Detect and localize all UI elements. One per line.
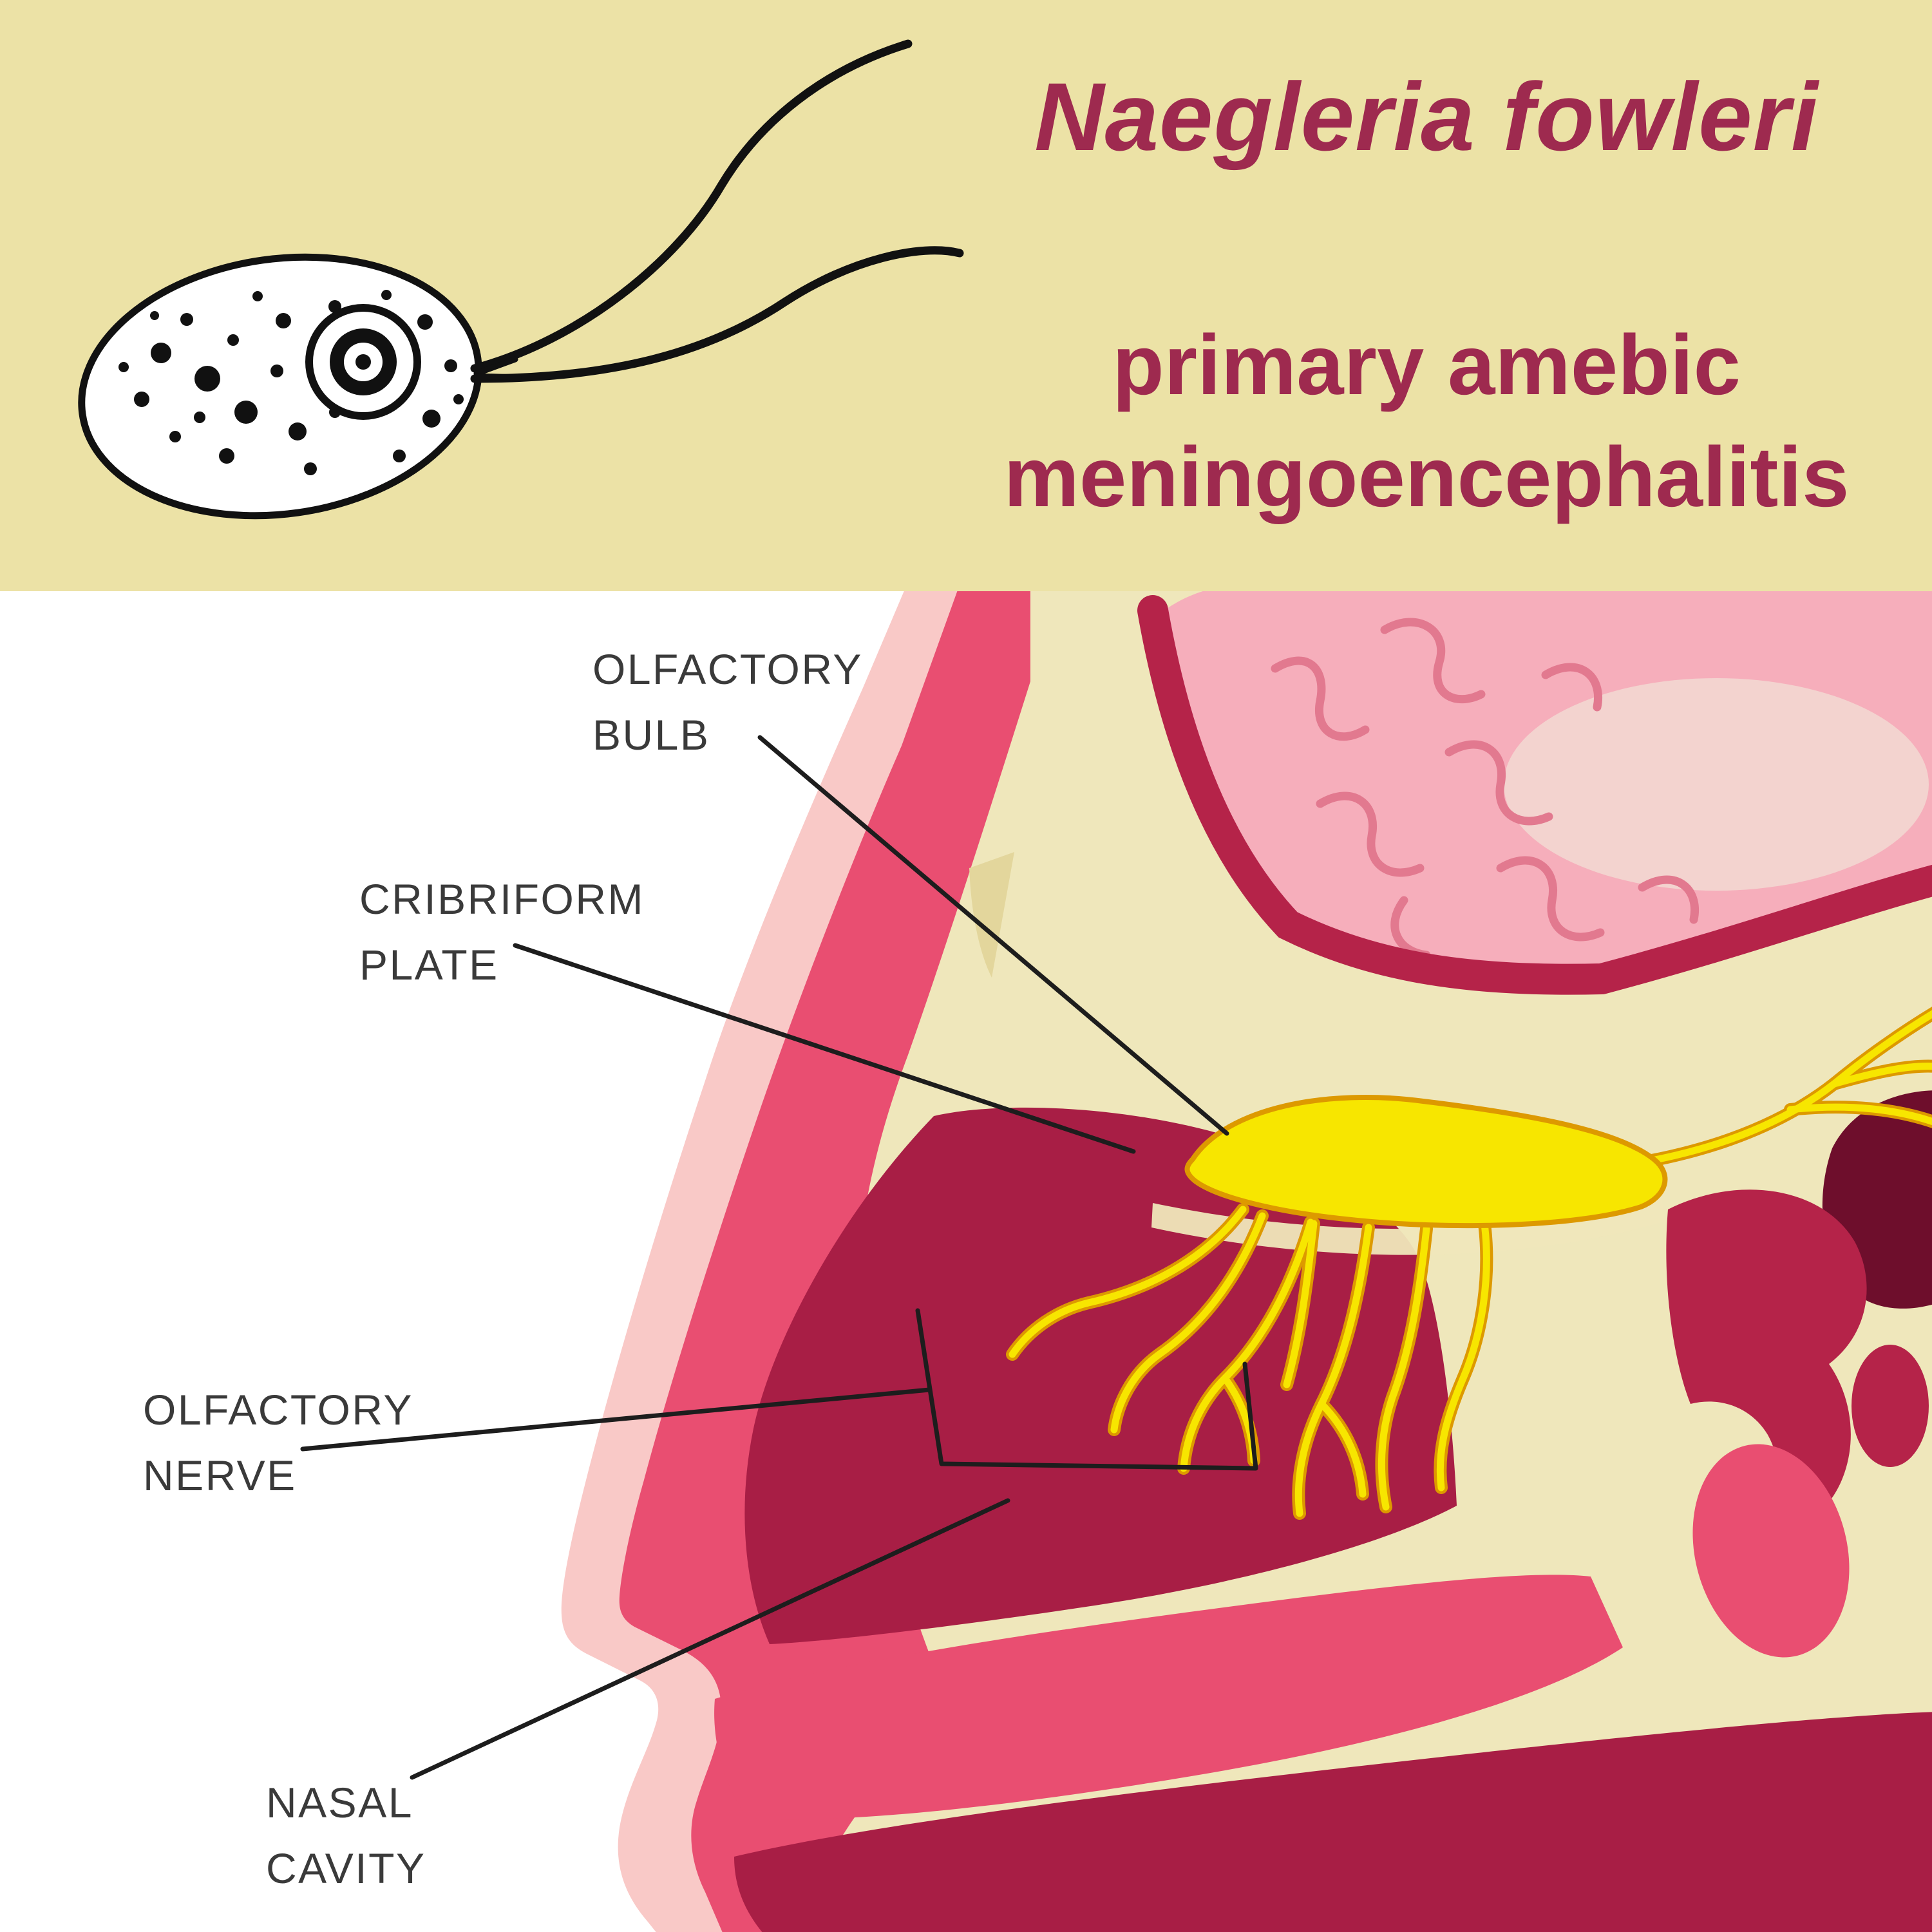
leader-nasal-cavity [410,1498,1010,1780]
brain-inner-region [1504,678,1929,891]
cribriform-plate-strip [1151,1197,1665,1255]
olfactory-nerve-bracket [915,1308,1258,1471]
label-cribriform-plate-line1: CRIBRIFORM [359,875,645,923]
label-cribriform-plate-line2: PLATE [359,941,499,989]
turbinate-band [714,1575,1623,1820]
title-block: Naegleria fowleri primary amebic meningo… [921,0,1932,591]
label-olfactory-nerve-line1: OLFACTORY [143,1386,413,1434]
label-nasal-cavity-line2: CAVITY [266,1844,426,1893]
amoeba-flagella [470,39,964,383]
leader-cribriform-plate [513,943,1136,1154]
nasal-bone-shadow [969,852,1014,978]
brain-gyri [1271,618,1699,960]
leader-olfactory-nerve [300,1387,932,1452]
label-olfactory-nerve-line2: NERVE [143,1452,297,1500]
lower-cavity-region [734,1712,1932,1932]
olfactory-bulb-shape [1184,1095,1668,1229]
title-banner: Naegleria fowleri primary amebic meningo… [0,0,1932,591]
label-olfactory-bulb: OLFACTORY BULB [592,636,863,768]
skull-base-rim [1137,595,1932,995]
page-title: Naegleria fowleri [1034,62,1819,171]
label-nasal-cavity-line1: NASAL [266,1779,413,1826]
label-olfactory-nerve: OLFACTORY NERVE [143,1377,413,1509]
subtitle-line-2: meningoencephalitis [1003,430,1850,525]
label-cribriform-plate: CRIBRIFORM PLATE [359,866,645,998]
label-nasal-cavity: NASAL CAVITY [266,1770,426,1902]
page-subtitle: primary amebic meningoencephalitis [921,309,1932,533]
label-olfactory-bulb-line2: BULB [592,711,710,759]
leader-lines [300,735,1258,1780]
subtitle-line-1: primary amebic [1112,317,1741,412]
amoeba-body [78,39,964,520]
soft-tissue-blob [1692,1444,1850,1658]
amoeba-nucleus [305,304,421,420]
label-olfactory-bulb-line1: OLFACTORY [592,645,863,693]
amoeba-speckles [118,290,464,475]
head-cross-section-illustration [300,591,1932,1932]
ear-structure-small [1852,1345,1929,1467]
leader-olfactory-bulb [757,735,1229,1136]
olfactory-nerve-fibers [1009,1010,1932,1517]
naegleria-amoeba-illustration [78,39,964,520]
ear-structure [1666,1189,1867,1531]
